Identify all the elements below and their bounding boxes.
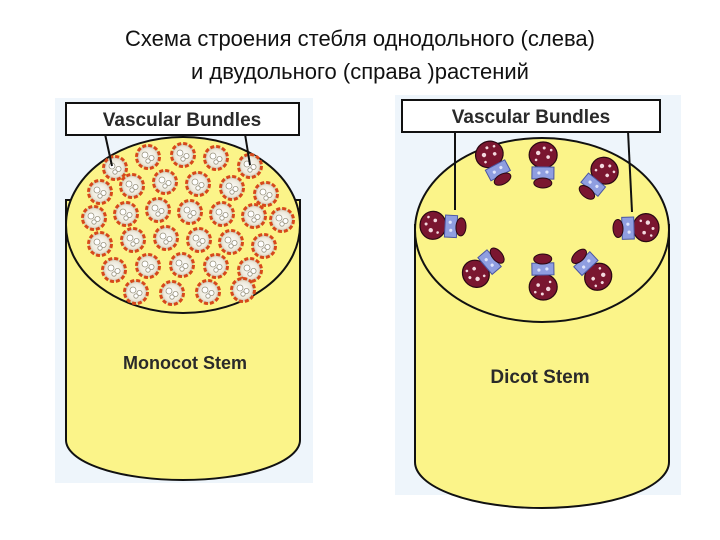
monocot-bundle	[102, 155, 128, 181]
monocot-bundle	[159, 280, 185, 306]
dicot-bundle	[461, 247, 505, 288]
monocot-bundle	[237, 257, 263, 283]
dicot-bundle	[578, 156, 619, 200]
monocot-bundle	[145, 197, 171, 223]
monocot-panel: Vascular Bundles Monocot Stem	[55, 98, 313, 483]
monocot-bundle	[87, 231, 113, 257]
monocot-bundle	[218, 229, 244, 255]
slide-title-line-1: Схема строения стебля однодольного (слев…	[125, 26, 595, 51]
dicot-bundle	[528, 253, 558, 301]
monocot-callout-label: Vascular Bundles	[103, 110, 261, 131]
monocot-bundle	[153, 225, 179, 251]
monocot-bundle	[219, 175, 245, 201]
slide-title: Схема строения стебля однодольного (слев…	[0, 22, 720, 88]
monocot-bundle	[177, 199, 203, 225]
monocot-callout-box	[65, 102, 300, 136]
monocot-pointer-line-2	[244, 133, 251, 166]
monocot-bundle	[230, 277, 256, 303]
monocot-pointer-line-1	[104, 133, 113, 167]
monocot-bundle	[119, 173, 145, 199]
monocot-bundle	[203, 253, 229, 279]
monocot-stem-label: Monocot Stem	[123, 353, 247, 373]
monocot-bundle	[120, 227, 146, 253]
dicot-bundle	[528, 141, 558, 189]
monocot-bundle	[237, 153, 263, 179]
monocot-bundle	[185, 171, 211, 197]
monocot-bundle	[241, 203, 267, 229]
monocot-bundle	[251, 233, 277, 259]
monocot-bundle	[253, 181, 279, 207]
monocot-bundle	[186, 227, 212, 253]
monocot-bundle	[269, 207, 295, 233]
monocot-bundle	[101, 257, 127, 283]
monocot-vascular-bundles	[81, 142, 295, 306]
dicot-panel: Vascular Bundles Dicot Stem	[395, 95, 681, 509]
monocot-bundle	[169, 252, 195, 278]
monocot-bundle	[123, 279, 149, 305]
dicot-bundle	[571, 248, 613, 291]
monocot-bundle	[209, 201, 235, 227]
dicot-callout-label: Vascular Bundles	[452, 107, 610, 128]
dicot-stem-label: Dicot Stem	[490, 367, 589, 388]
dicot-callout-box	[401, 99, 661, 133]
monocot-bundle	[81, 205, 107, 231]
dicot-bundle	[612, 213, 660, 243]
dicot-vascular-bundles	[419, 140, 660, 301]
monocot-bundle	[152, 169, 178, 195]
monocot-bundle	[113, 201, 139, 227]
monocot-bundle	[203, 145, 229, 171]
slide-title-line-2: и двудольного (справа )растений	[191, 59, 529, 84]
monocot-bundle	[135, 253, 161, 279]
monocot-bundle	[170, 142, 196, 168]
monocot-bundle	[87, 179, 113, 205]
dicot-bundle	[474, 140, 512, 186]
dicot-pointer-line-2	[627, 130, 633, 213]
dicot-bundle	[419, 210, 467, 240]
monocot-bundle	[135, 144, 161, 170]
monocot-bundle	[195, 279, 221, 305]
